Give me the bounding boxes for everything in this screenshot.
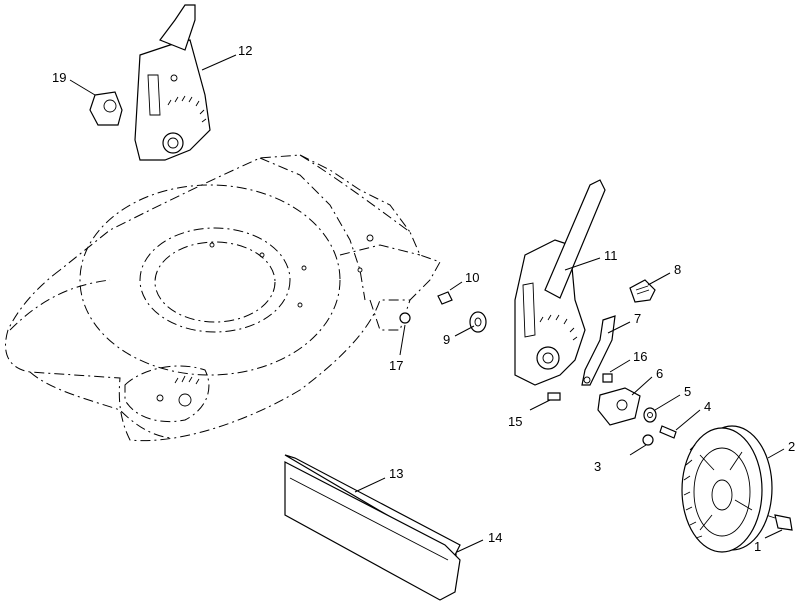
washer-5 [643,407,657,423]
callout-14: 14 [488,530,502,545]
callout-12: 12 [238,43,252,58]
callout-9: 9 [443,332,450,347]
height-adjust-bracket-lower [514,179,606,386]
bolt-15 [547,392,561,401]
callout-4: 4 [704,399,711,414]
washer-3 [642,434,654,446]
callout-15: 15 [508,414,522,429]
bolt-1 [774,514,793,531]
callout-10: 10 [465,270,479,285]
callout-3: 3 [594,459,601,474]
callout-7: 7 [634,311,641,326]
wheel [681,425,773,553]
nut-10 [437,291,453,305]
callout-2: 2 [788,439,795,454]
callout-labels: 12 19 11 8 7 16 6 5 4 3 2 1 10 9 17 15 1… [52,43,795,554]
callout-17: 17 [389,358,403,373]
mower-deck [5,154,441,442]
plate-part-19 [89,91,123,126]
bolt-4 [659,425,677,439]
callout-6: 6 [656,366,663,381]
spacer-9 [469,311,487,333]
callout-5: 5 [684,384,691,399]
callout-16: 16 [633,349,647,364]
rear-flap [284,454,461,601]
callout-13: 13 [389,466,403,481]
callout-1: 1 [754,539,761,554]
callout-19: 19 [52,70,66,85]
axle-plate [597,387,641,426]
link-arm [581,315,616,386]
bolt-16 [602,373,613,383]
nut-17 [399,312,411,324]
leader-lines [69,54,785,553]
callout-11: 11 [604,248,618,263]
height-adjust-bracket-upper [134,4,211,161]
adjust-knob [629,279,656,303]
callout-8: 8 [674,262,681,277]
